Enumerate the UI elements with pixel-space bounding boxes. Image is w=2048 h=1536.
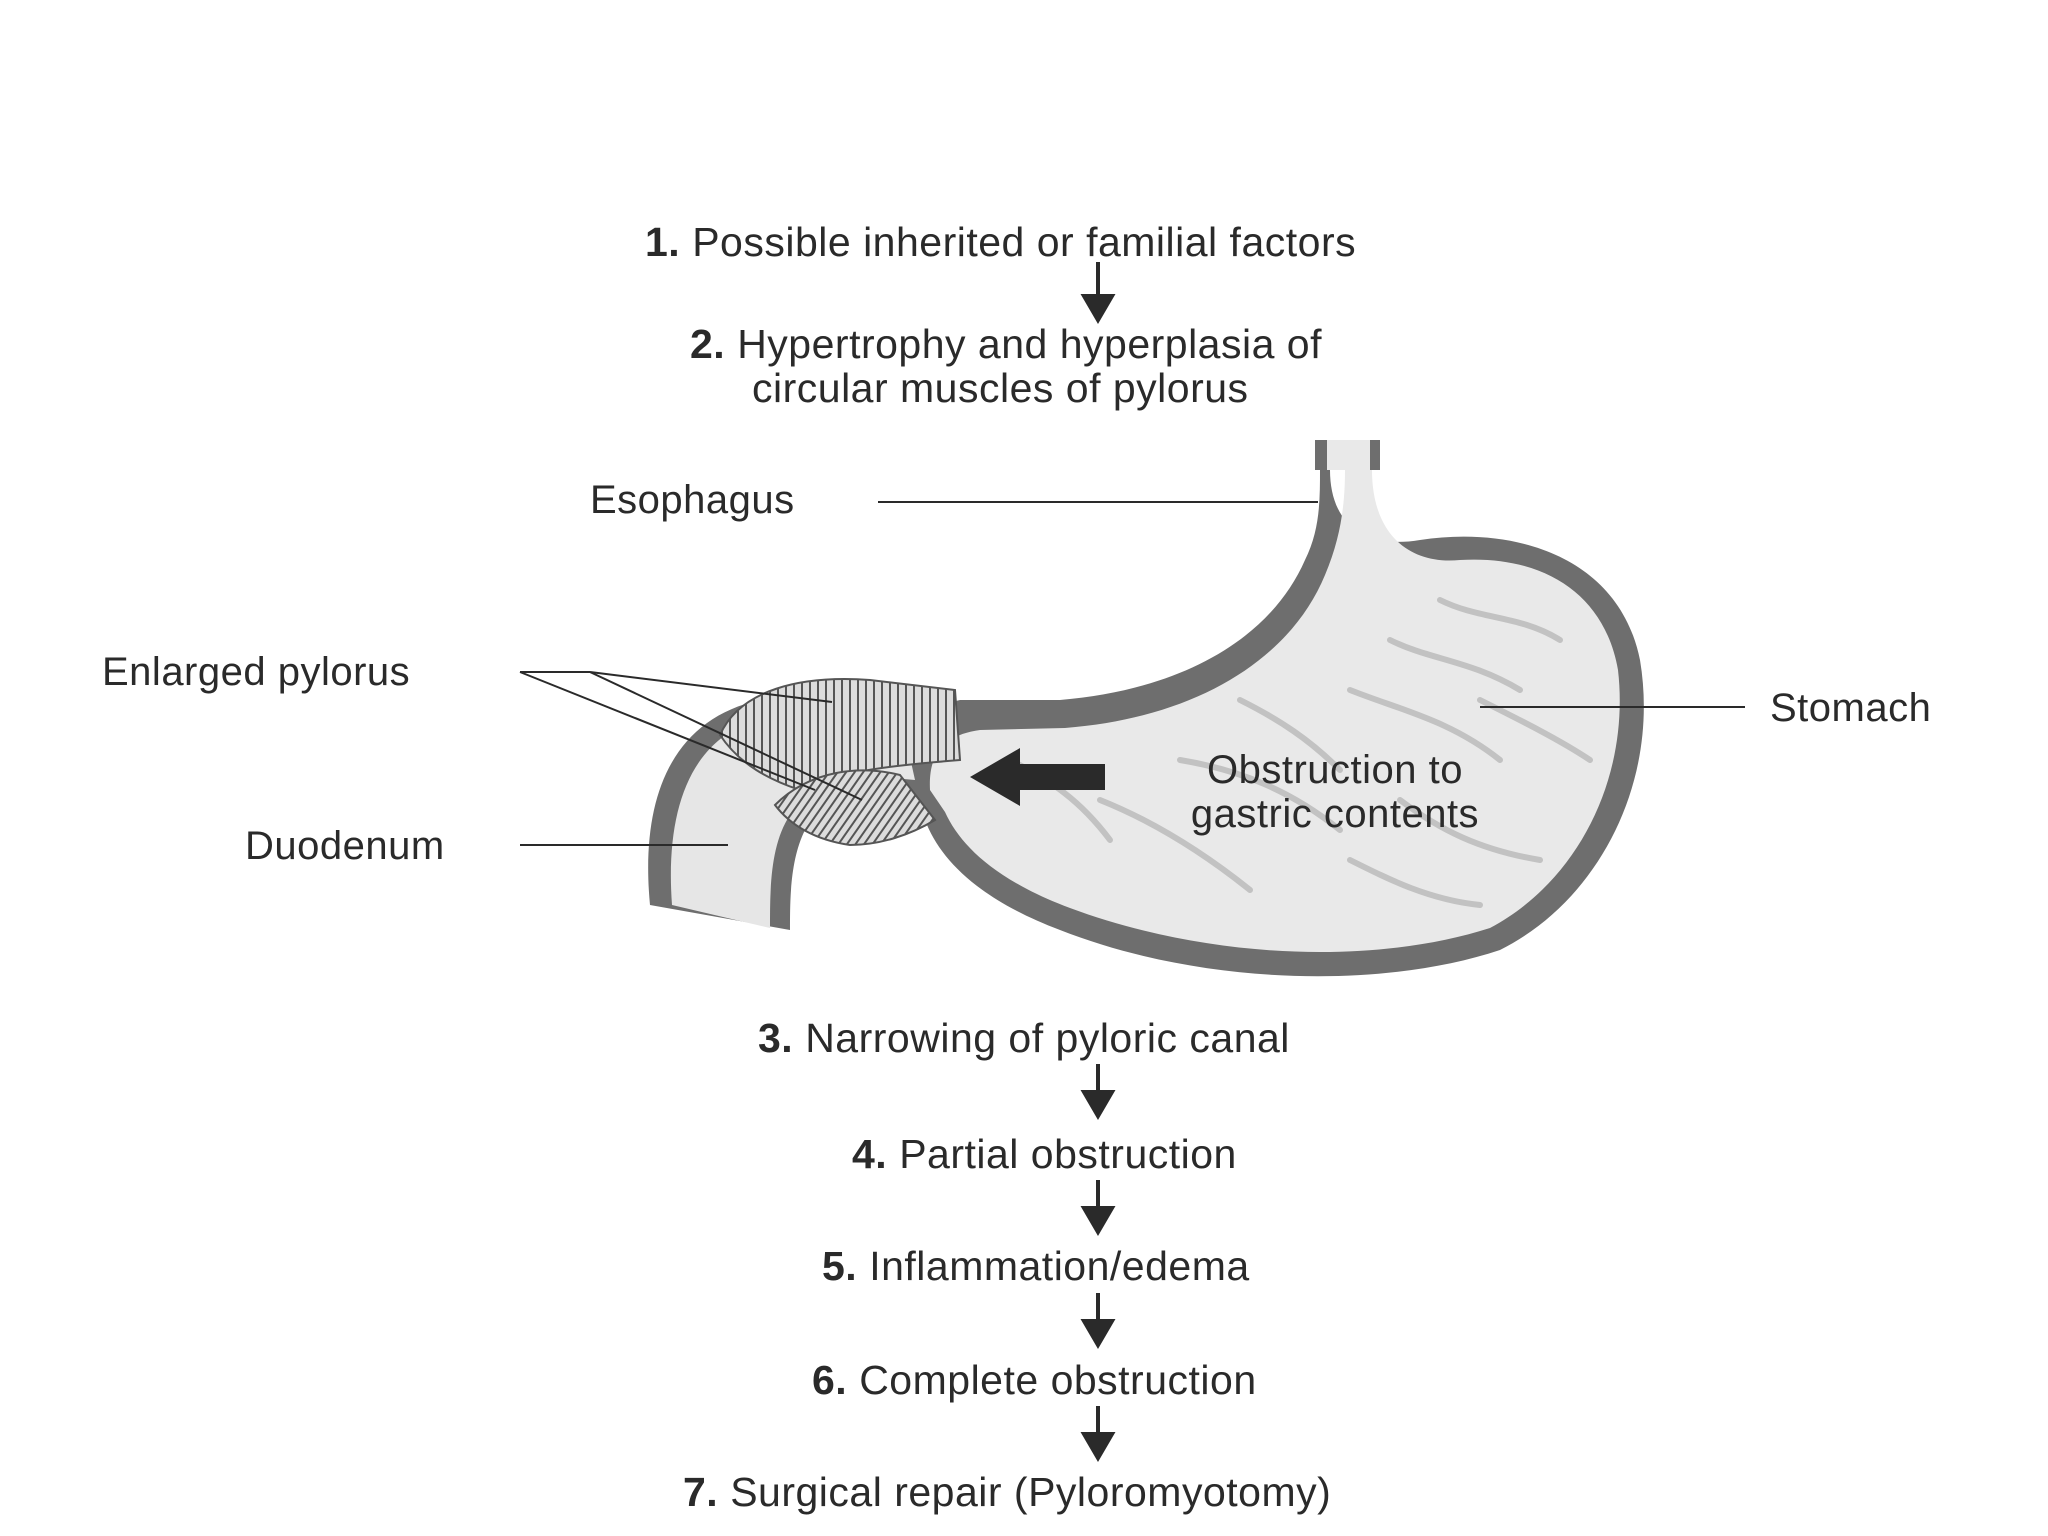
step-text: Partial obstruction [899,1131,1237,1177]
step-text: Narrowing of pyloric canal [805,1015,1290,1061]
step-text: Possible inherited or familial factors [692,219,1357,265]
label-duodenum: Duodenum [245,824,445,868]
step-2: 2.Hypertrophy and hyperplasia of circula… [690,322,1322,410]
label-stomach: Stomach [1770,686,1932,730]
label-esophagus: Esophagus [590,478,795,522]
step-number: 7. [683,1469,719,1515]
label-obstruction-line-2: gastric contents [1190,792,1480,836]
step-1: 1.Possible inherited or familial factors [645,220,1356,264]
flow-arrows [1080,262,1116,1462]
step-3: 3.Narrowing of pyloric canal [758,1016,1290,1060]
label-obstruction: Obstruction to gastric contents [1130,748,1540,836]
step-number: 4. [852,1131,888,1177]
step-number: 1. [645,219,681,265]
step-text: Complete obstruction [859,1357,1257,1403]
label-enlarged-pylorus: Enlarged pylorus [102,650,411,694]
step-number: 5. [822,1243,858,1289]
step-5: 5.Inflammation/edema [822,1244,1250,1288]
label-obstruction-line-1: Obstruction to [1206,748,1463,792]
step-number: 6. [812,1357,848,1403]
step-7: 7.Surgical repair (Pyloromyotomy) [683,1470,1331,1514]
step-number: 2. [690,321,726,367]
step-text-line-2: circular muscles of pylorus [752,365,1249,411]
step-text: Hypertrophy and hyperplasia of [737,321,1322,367]
step-number: 3. [758,1015,794,1061]
step-4: 4.Partial obstruction [852,1132,1237,1176]
step-text: Inflammation/edema [869,1243,1250,1289]
step-text: Surgical repair (Pyloromyotomy) [730,1469,1332,1515]
enlarged-pylorus-leader-lines [519,671,863,801]
esophagus-lumen [1327,440,1370,470]
obstruction-arrow [970,748,1105,806]
step-6: 6.Complete obstruction [812,1358,1257,1402]
